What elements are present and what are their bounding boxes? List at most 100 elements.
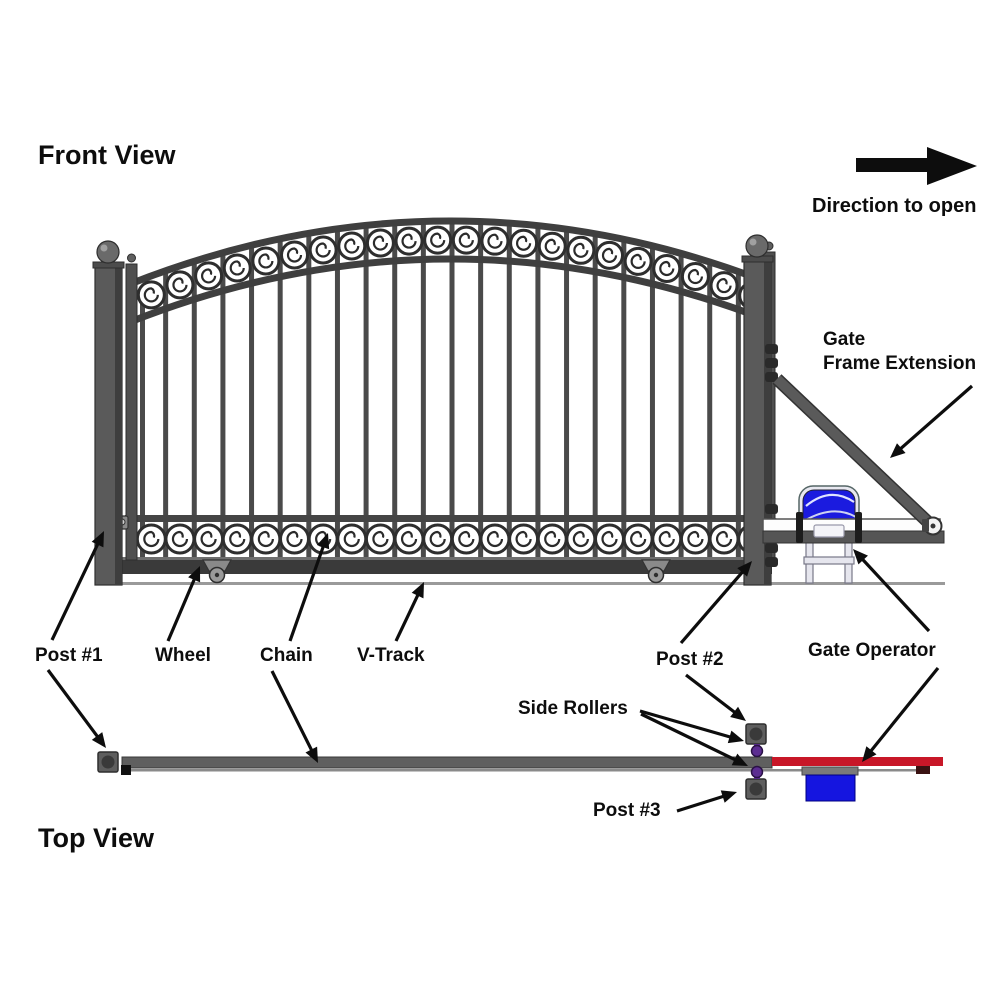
- scroll-ornament: [423, 225, 453, 255]
- scroll-ornament: [480, 226, 510, 256]
- scroll-ornament: [221, 523, 253, 555]
- top-view-stop-block: [916, 766, 930, 774]
- top-view-gate-operator: [805, 774, 856, 802]
- arrow-side-roller-1: [639, 709, 744, 744]
- direction-to-open-label: Direction to open: [812, 195, 977, 217]
- arrow-side-roller-2: [640, 712, 748, 766]
- chain-label: Chain: [260, 645, 313, 666]
- gate-bottom-rail: [122, 557, 772, 574]
- mount-bolt: [765, 372, 778, 382]
- gate-vertical-bar: [564, 231, 570, 560]
- gate-left-stile: [125, 263, 138, 561]
- gate-vertical-bar: [478, 223, 484, 561]
- scroll-ornament: [680, 262, 710, 292]
- post-2-finial: [745, 234, 769, 258]
- chain-bar-top: [762, 518, 941, 533]
- gate-vertical-bar: [649, 247, 655, 561]
- operator-crossbar: [803, 556, 855, 565]
- scroll-ornament: [450, 523, 482, 555]
- gate-vertical-bar: [306, 235, 312, 561]
- scroll-ornament: [565, 523, 597, 555]
- scroll-ornament: [679, 523, 711, 555]
- chain-bar: [762, 530, 945, 544]
- gate-frame-extension: [773, 375, 934, 528]
- scroll-ornament: [250, 523, 282, 555]
- gate-operator-label: Gate Operator: [808, 640, 936, 661]
- scroll-ornament: [595, 240, 624, 270]
- scroll-ornament: [336, 523, 368, 555]
- mount-bolt: [765, 504, 778, 514]
- v-track-line: [122, 582, 945, 585]
- scroll-ornament: [136, 280, 166, 310]
- operator-clamp: [855, 512, 862, 543]
- scroll-ornament: [337, 231, 367, 261]
- top-view-drawing: [97, 723, 943, 802]
- front-view-title: Front View: [38, 140, 176, 170]
- gate-vertical-bar: [735, 273, 741, 560]
- mount-bolt: [765, 557, 778, 567]
- gate-vertical-bar: [334, 230, 340, 560]
- post1-label: Post #1: [35, 645, 103, 666]
- top-view-track-line: [130, 769, 930, 772]
- arrow-chain-front: [288, 533, 330, 642]
- arrow-post2-front: [679, 561, 752, 645]
- scroll-ornament: [537, 231, 567, 261]
- scroll-ornament: [508, 523, 540, 555]
- top-view-operator-plate: [801, 766, 859, 776]
- arrow-wheel: [166, 566, 201, 642]
- top-view-open-path-rail: [772, 757, 943, 766]
- gate-frame-extension-line2: Frame Extension: [823, 353, 977, 374]
- gate-vertical-bar: [592, 235, 598, 560]
- mount-bolt: [765, 358, 778, 368]
- wheel-bracket: [640, 559, 672, 572]
- gate-vertical-bar: [277, 240, 283, 561]
- scroll-ornament: [364, 523, 396, 555]
- scroll-ornament: [394, 226, 424, 256]
- gate-lower-band-top-rail: [125, 515, 772, 522]
- wheel-label: Wheel: [155, 645, 211, 666]
- scroll-ornament: [280, 240, 309, 270]
- operator-plate: [813, 524, 845, 538]
- scroll-ornament: [135, 523, 167, 555]
- scroll-ornament: [451, 225, 481, 255]
- arrow-gate-operator-top: [862, 666, 940, 762]
- side-roller: [750, 765, 764, 779]
- gate-frame-extension-label: Gate Frame Extension: [823, 328, 976, 376]
- scroll-ornament: [279, 523, 310, 555]
- scroll-ornament: [566, 235, 596, 265]
- gate-vertical-bar: [249, 247, 255, 561]
- gate-vertical-bar: [420, 223, 426, 560]
- mount-bolt: [765, 543, 778, 553]
- scroll-ornament: [594, 523, 625, 555]
- scroll-ornament: [365, 228, 395, 258]
- gate-vertical-bar: [163, 272, 169, 560]
- label-arrows: [46, 384, 974, 813]
- scroll-ornament: [308, 235, 338, 265]
- scroll-ornament: [479, 523, 511, 555]
- scroll-ornament: [651, 523, 683, 555]
- gate-top-rail: [128, 217, 774, 288]
- gate-frame-extension-line1: Gate: [823, 329, 866, 350]
- gate-upper-band-lower-rail: [128, 255, 774, 326]
- gate-vertical-bar: [363, 227, 369, 561]
- gate-vertical-bar: [449, 223, 455, 560]
- wheel-bracket: [201, 559, 233, 572]
- arrow-post1-front: [50, 531, 104, 641]
- arrow-chain-top: [270, 670, 318, 763]
- gate-vertical-bar: [392, 224, 398, 560]
- arrow-vtrack: [394, 582, 424, 642]
- top-view-gate-end-block: [121, 765, 131, 775]
- scroll-ornament: [652, 253, 682, 283]
- arrow-post3: [676, 790, 737, 813]
- scroll-ornament: [708, 523, 740, 555]
- scroll-ornament: [623, 246, 653, 276]
- post3-label: Post #3: [593, 800, 661, 821]
- scroll-ornament: [422, 523, 454, 555]
- gate-vertical-bar: [220, 254, 226, 561]
- direction-arrow: [856, 147, 977, 185]
- arrow-gate-frame-extension: [890, 384, 974, 458]
- gate-vertical-bar: [707, 263, 713, 560]
- scroll-ornament: [509, 228, 539, 258]
- top-view-title: Top View: [38, 823, 155, 853]
